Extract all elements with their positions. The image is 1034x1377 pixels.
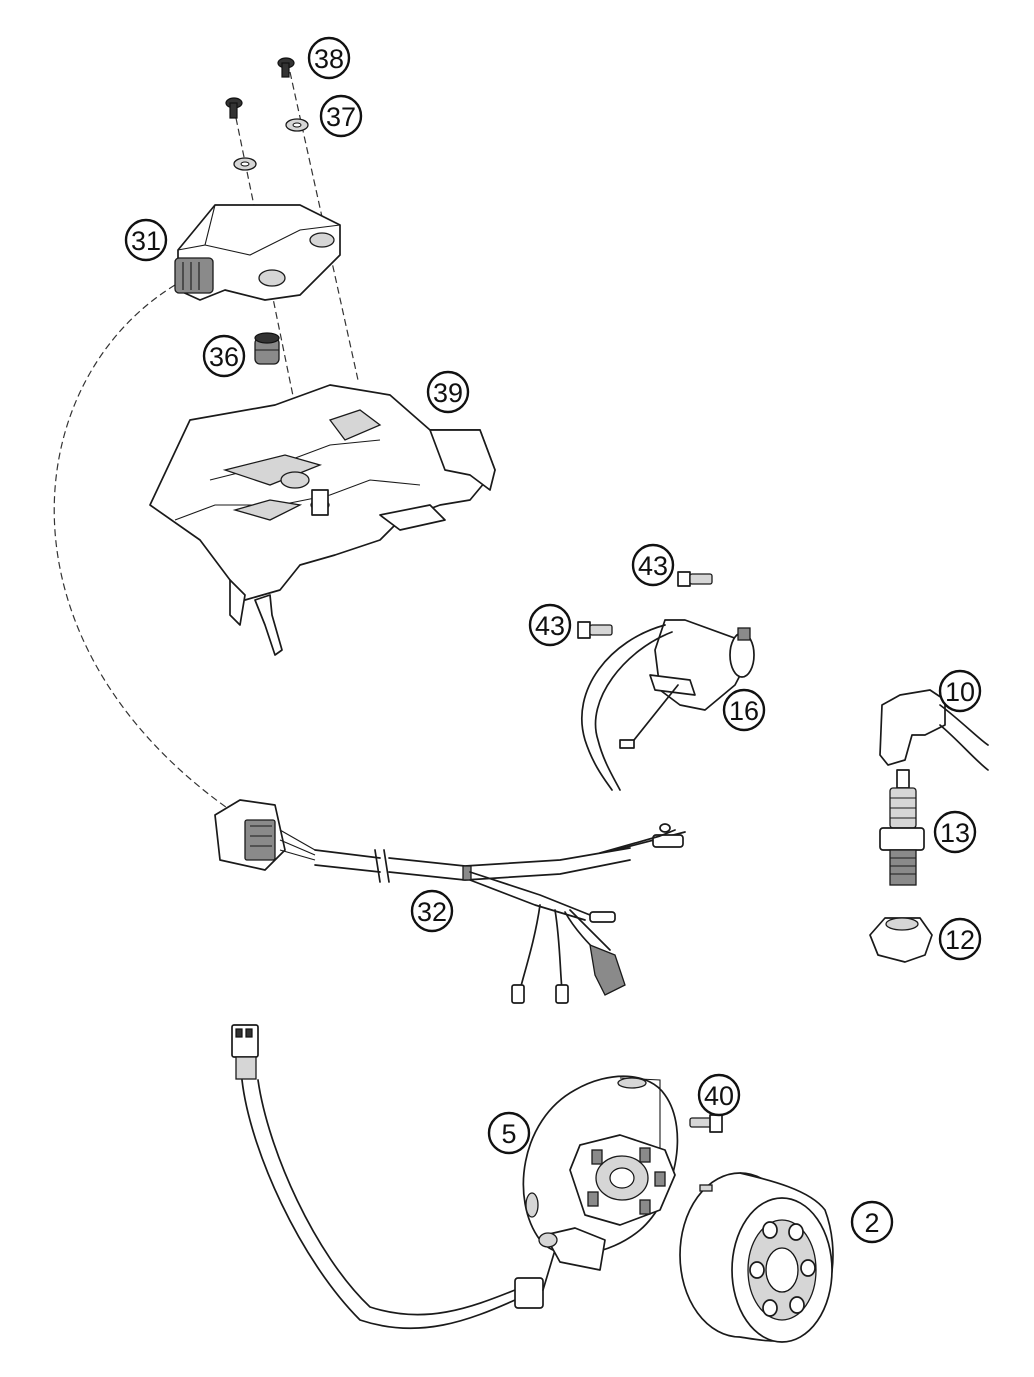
callout-43-upper: 43 (631, 543, 675, 587)
screw-part-38 (277, 57, 295, 78)
spark-plug-part-13 (879, 769, 925, 886)
seal-part-12 (869, 917, 933, 963)
svg-text:38: 38 (314, 44, 344, 74)
svg-text:37: 37 (326, 102, 356, 132)
callout-2: 2 (850, 1200, 894, 1244)
callout-43-lower: 43 (528, 603, 572, 647)
washer-part-37 (285, 118, 309, 132)
grommet-part-36 (254, 332, 280, 365)
svg-text:13: 13 (940, 818, 970, 848)
svg-text:16: 16 (729, 696, 759, 726)
svg-text:32: 32 (417, 897, 447, 927)
callout-5: 5 (487, 1111, 531, 1155)
screw-part-40 (689, 1114, 723, 1133)
callout-12: 12 (938, 917, 982, 961)
callout-10: 10 (938, 669, 982, 713)
svg-text:10: 10 (945, 677, 975, 707)
svg-text:43: 43 (535, 611, 565, 641)
stator-part-5 (522, 1075, 679, 1271)
bracket-part-39 (149, 384, 496, 656)
ignition-coil-part-16 (580, 619, 755, 791)
wiring-harness-part-32 (214, 799, 686, 1004)
svg-text:39: 39 (433, 378, 463, 408)
callout-16: 16 (722, 688, 766, 732)
callout-31: 31 (124, 218, 168, 262)
washer-left (233, 157, 257, 171)
svg-text:12: 12 (945, 925, 975, 955)
stator-cable (231, 1024, 556, 1330)
flywheel-part-2 (679, 1172, 834, 1343)
svg-text:31: 31 (131, 226, 161, 256)
svg-text:5: 5 (501, 1119, 516, 1149)
svg-text:36: 36 (209, 342, 239, 372)
callout-36: 36 (202, 334, 246, 378)
bolt-part-43-upper (677, 571, 713, 587)
svg-text:43: 43 (638, 551, 668, 581)
screw-left (225, 97, 243, 119)
spark-plug-cap-part-10 (879, 689, 989, 771)
cdi-unit-part-31 (174, 204, 341, 301)
callout-32: 32 (410, 889, 454, 933)
callout-40: 40 (697, 1073, 741, 1117)
callout-39: 39 (426, 370, 470, 414)
svg-text:40: 40 (704, 1081, 734, 1111)
svg-text:2: 2 (864, 1208, 879, 1238)
callout-13: 13 (933, 810, 977, 854)
callout-38: 38 (307, 36, 351, 80)
callout-37: 37 (319, 94, 363, 138)
bolt-part-43-lower (577, 621, 613, 639)
